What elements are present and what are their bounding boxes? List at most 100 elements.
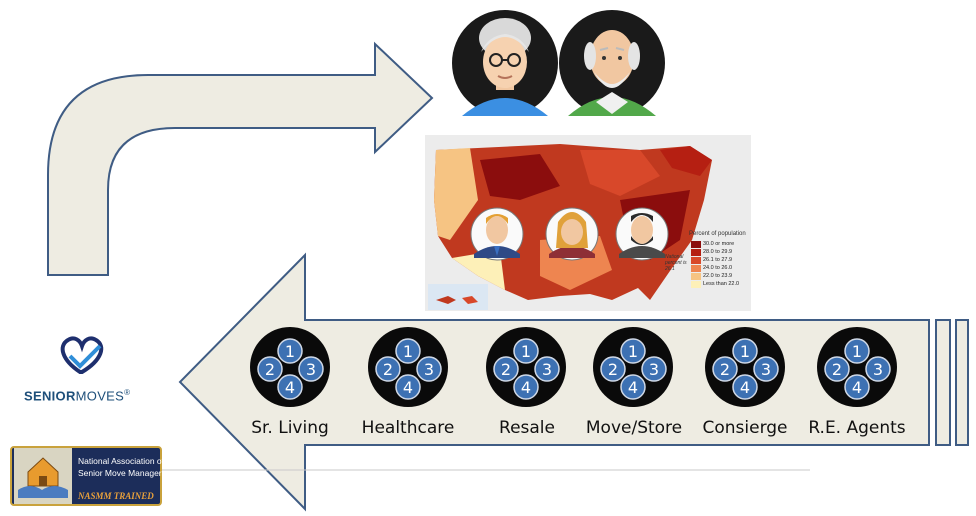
service-steps-circle: 12 34 — [486, 327, 566, 407]
step-dot — [416, 356, 442, 382]
step-number: 2 — [608, 360, 618, 379]
step-dot — [844, 374, 870, 400]
legend-swatch — [691, 265, 701, 272]
step-number: 1 — [852, 342, 862, 361]
legend-national-note: National percent is 26.1 — [665, 254, 687, 272]
step-number: 3 — [306, 360, 316, 379]
legend-row-label: 22.0 to 23.9 — [703, 273, 733, 279]
heart-check-icon — [60, 336, 104, 374]
step-number: 3 — [424, 360, 434, 379]
logo-moves-word: MOVES — [75, 388, 125, 404]
house-hands-icon — [14, 448, 72, 504]
service-circle-bg — [705, 327, 785, 407]
step-dot — [493, 356, 519, 382]
seniormoves-logo: SENIORMOVES® — [24, 388, 130, 403]
arrow-tail-bar-2 — [955, 319, 969, 446]
map-legend-title: Percent of population — [689, 231, 746, 237]
step-number: 1 — [628, 342, 638, 361]
bearded-man-avatar — [615, 207, 669, 261]
arrow-tail-bar-1 — [935, 319, 951, 446]
step-dot — [865, 356, 891, 382]
step-dot — [712, 356, 738, 382]
step-number: 3 — [873, 360, 883, 379]
legend-row-label: Less than 22.0 — [703, 281, 740, 287]
step-dot — [298, 356, 324, 382]
service-steps-circle: 12 34 — [250, 327, 330, 407]
curved-arrow-up-right — [47, 41, 434, 276]
logo-registered-mark: ® — [124, 388, 131, 397]
step-dot — [620, 338, 646, 364]
legend-row-label: 30.0 or more — [703, 241, 735, 247]
service-steps-circle: 12 34 — [705, 327, 785, 407]
step-number: 4 — [403, 378, 413, 397]
step-number: 3 — [761, 360, 771, 379]
step-dot — [395, 338, 421, 364]
step-number: 4 — [740, 378, 750, 397]
step-dot — [600, 356, 626, 382]
legend-row-label: 28.0 to 29.9 — [703, 249, 733, 255]
step-dot — [395, 374, 421, 400]
map-legend-swatches — [691, 241, 701, 288]
service-steps-circle: 12 34 — [368, 327, 448, 407]
legend-swatch — [691, 249, 701, 256]
service-label-consierge: Consierge — [702, 418, 788, 438]
step-dot — [824, 356, 850, 382]
service-label-move-store: Move/Store — [585, 418, 683, 438]
step-dot — [844, 338, 870, 364]
step-dot — [620, 374, 646, 400]
step-number: 1 — [285, 342, 295, 361]
legend-row-label: 24.0 to 26.0 — [703, 265, 733, 271]
step-dot — [534, 356, 560, 382]
service-circle-bg — [368, 327, 448, 407]
nasmm-badge: National Association of Senior Move Mana… — [10, 446, 166, 506]
service-circle-bg — [593, 327, 673, 407]
step-dot — [732, 374, 758, 400]
service-label-sr-living: Sr. Living — [251, 418, 329, 438]
step-dot — [732, 338, 758, 364]
step-number: 3 — [542, 360, 552, 379]
service-steps-circle: 12 34 — [593, 327, 673, 407]
nasmm-line-2: Senior Move Managers — [78, 468, 166, 478]
step-number: 1 — [740, 342, 750, 361]
step-number: 3 — [649, 360, 659, 379]
young-woman-avatar — [545, 207, 599, 261]
service-label-healthcare: Healthcare — [361, 418, 455, 438]
young-man-avatar — [470, 207, 524, 261]
step-dot — [277, 374, 303, 400]
step-dot — [277, 338, 303, 364]
legend-swatch — [691, 273, 701, 280]
service-label-re-agents: R.E. Agents — [808, 418, 906, 438]
step-dot — [753, 356, 779, 382]
legend-row-label: 26.1 to 27.9 — [703, 257, 733, 263]
nasmm-line-1: National Association of — [78, 456, 164, 466]
step-number: 2 — [265, 360, 275, 379]
step-dot — [513, 338, 539, 364]
logo-senior-word: SENIOR — [24, 388, 76, 404]
step-number: 2 — [832, 360, 842, 379]
step-dot — [641, 356, 667, 382]
senior-woman-avatar — [452, 10, 558, 116]
step-number: 4 — [521, 378, 531, 397]
step-number: 2 — [383, 360, 393, 379]
step-dot — [257, 356, 283, 382]
nasmm-trained-text: NASMM TRAINED — [78, 491, 154, 501]
legend-swatch — [691, 257, 701, 264]
service-circle-bg — [486, 327, 566, 407]
step-number: 4 — [628, 378, 638, 397]
step-number: 4 — [285, 378, 295, 397]
service-steps-circle: 12 34 — [817, 327, 897, 407]
service-circle-bg — [817, 327, 897, 407]
step-number: 2 — [720, 360, 730, 379]
senior-man-avatar — [559, 10, 665, 116]
step-number: 4 — [852, 378, 862, 397]
step-dot — [375, 356, 401, 382]
step-number: 1 — [521, 342, 531, 361]
service-circle-bg — [250, 327, 330, 407]
step-number: 2 — [501, 360, 511, 379]
step-dot — [513, 374, 539, 400]
service-label-resale: Resale — [499, 418, 555, 438]
step-number: 1 — [403, 342, 413, 361]
legend-swatch — [691, 281, 701, 288]
